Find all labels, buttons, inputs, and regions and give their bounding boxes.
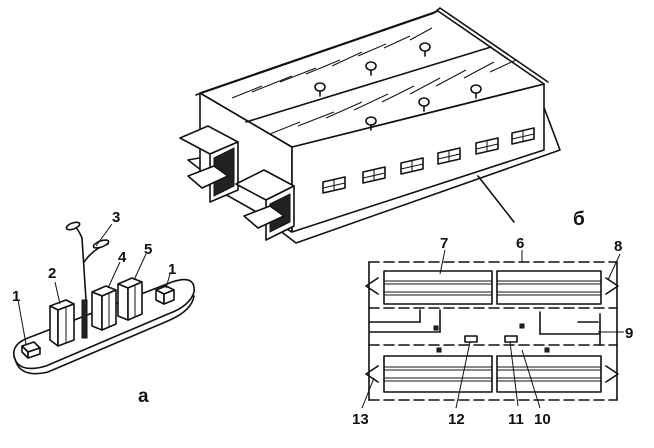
callout-1-right: 1 (168, 261, 176, 278)
site-diagram-a (12, 221, 195, 375)
roof-hatching (231, 27, 517, 135)
labels-a: 1 1 2 3 4 5 а (12, 209, 176, 407)
leaders-b (361, 249, 624, 409)
callout-3: 3 (112, 209, 120, 226)
callout-10: 10 (534, 411, 551, 428)
vent-icon (418, 97, 430, 112)
cabinet-2 (49, 299, 75, 347)
callout-9: 9 (625, 325, 633, 342)
plan-corridor (368, 309, 601, 353)
vent-icon (470, 84, 482, 99)
gate-canopies (179, 125, 295, 241)
plan-diagram-b (361, 249, 624, 409)
roof-ridge (245, 46, 492, 123)
callout-6: 6 (516, 235, 524, 252)
caption-a: а (138, 386, 149, 407)
cabinet-5 (117, 277, 143, 321)
roof-ventilators (314, 42, 482, 131)
post (81, 299, 88, 339)
labels-b: 6 7 8 9 10 11 12 13 б (352, 209, 633, 428)
callout-4: 4 (118, 249, 127, 266)
vent-icon (314, 82, 326, 97)
plan-bays-upper (383, 270, 602, 305)
callout-12: 12 (448, 411, 465, 428)
wall-windows (322, 127, 535, 194)
callout-7: 7 (440, 235, 448, 252)
small-box-1-left (21, 341, 41, 359)
callout-5: 5 (144, 241, 152, 258)
vent-icon (419, 42, 431, 57)
building-isometric (179, 7, 561, 244)
roof-parapet (195, 7, 549, 96)
caption-b: б (573, 209, 585, 230)
callout-1-left: 1 (12, 288, 20, 305)
leader-6 (477, 175, 515, 223)
cabinet-4 (91, 285, 117, 331)
plan-bays-lower (383, 355, 602, 393)
callout-2: 2 (48, 265, 56, 282)
vent-icon (365, 61, 377, 76)
vent-icon (365, 116, 377, 131)
callout-8: 8 (614, 238, 622, 255)
callout-11: 11 (508, 411, 524, 428)
callout-13: 13 (352, 411, 369, 428)
leaders-a (17, 223, 171, 345)
small-box-1-right (155, 285, 175, 305)
